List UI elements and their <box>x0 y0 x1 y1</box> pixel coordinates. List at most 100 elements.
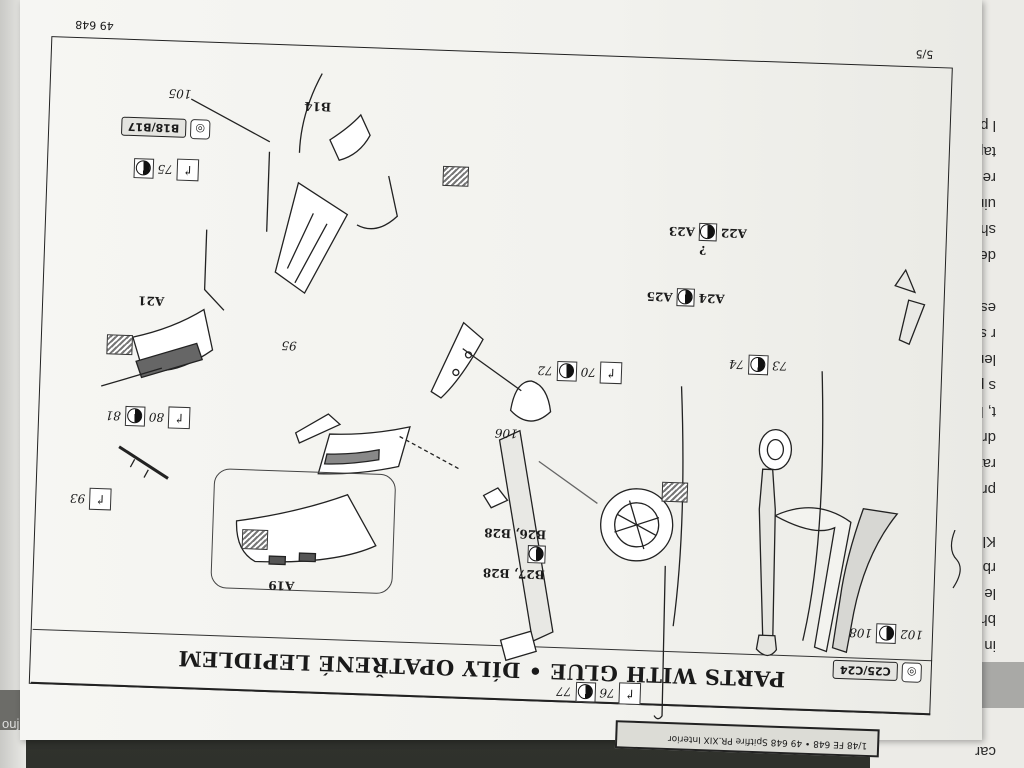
glue-icon <box>661 481 689 503</box>
reference-icon: ◎ <box>189 119 211 140</box>
mount-part-b <box>894 268 917 294</box>
left-edge-text: ouj <box>2 716 20 731</box>
bend-tag-102-108: 102 108 <box>849 622 923 645</box>
yin-yang-icon <box>556 360 578 382</box>
instruction-sheet: 1/48 FE 648 • 49 648 Spitfire PR.XIX Int… <box>20 0 982 758</box>
part-label-105: 105 <box>168 86 192 102</box>
part-number: 76 <box>599 685 616 701</box>
wire-part-right <box>653 565 666 720</box>
part-number: 77 <box>556 684 572 699</box>
leader-gray <box>538 460 598 504</box>
pedal-106 <box>482 487 509 509</box>
leader-105 <box>190 98 271 143</box>
part-label-a19: A19 <box>268 578 295 593</box>
bend-arrow-icon: ↱ <box>618 682 642 706</box>
yin-yang-icon <box>747 354 769 376</box>
rod-part-93 <box>118 445 169 480</box>
leader-wire <box>672 386 684 627</box>
column-part-top <box>755 634 778 657</box>
ref-c25-c24: ◎ C25/C24 <box>832 660 923 683</box>
assembly-drawing <box>101 73 926 720</box>
rudder-assembly <box>274 181 349 295</box>
column-part <box>758 468 776 641</box>
ref-name: B18/B17 <box>120 117 187 139</box>
detail-inset-a19 <box>210 468 397 595</box>
plate-outline-left <box>831 508 899 654</box>
yin-yang-icon <box>124 405 146 427</box>
tray-part-a19 <box>235 493 377 563</box>
rod-part-93b <box>129 458 149 478</box>
part-number: 72 <box>537 363 553 378</box>
part-pair-text: A24 <box>698 290 725 306</box>
rib-holes <box>452 351 473 377</box>
yin-yang-icon <box>527 545 546 564</box>
part-pair-text: B26, B28 <box>484 525 547 542</box>
pair-a22-a23: A22 A23 <box>669 222 748 243</box>
wheel-part-inner <box>614 502 660 548</box>
leader-stick <box>462 348 522 392</box>
part-number: 75 <box>157 161 174 177</box>
back-line: car <box>975 743 996 760</box>
bend-tag-70-72: ↱ 70 72 <box>537 359 623 385</box>
part-number: 70 <box>580 364 597 380</box>
part-number: 102 <box>899 627 924 642</box>
wire-part <box>802 371 824 641</box>
question-mark: ? <box>699 242 707 258</box>
yin-yang-icon <box>133 158 154 179</box>
glue-icon <box>106 334 133 356</box>
bend-tag-76-77: ↱ 76 77 <box>556 680 642 706</box>
seat-glue <box>323 449 380 465</box>
stick-part <box>498 429 554 643</box>
yin-yang-icon <box>698 222 718 242</box>
ring-part-inner <box>766 438 785 461</box>
mount-part <box>898 299 926 346</box>
part-number: 80 <box>148 409 165 425</box>
bracket-part <box>294 413 342 444</box>
yin-yang-icon <box>875 623 897 644</box>
part-pair-text: A25 <box>646 289 673 304</box>
bend-tag-93: ↱ 93 <box>69 487 112 511</box>
rudder-detail <box>286 213 328 284</box>
pair-a24-a25: A24 A25 <box>646 287 725 308</box>
part-number: 73 <box>771 358 788 373</box>
tray-small-block <box>298 552 317 563</box>
part-label-b14: B14 <box>304 98 332 114</box>
part-label-106: 106 <box>494 425 519 441</box>
pair-b27-b28: B27, B28 B26, B28 <box>483 526 547 582</box>
glue-pipe <box>203 229 225 311</box>
part-pair-text: B27, B28 <box>482 565 546 582</box>
part-label-a21: A21 <box>137 293 165 309</box>
rudder-bracket <box>329 113 371 161</box>
arm-part-a21-glue <box>135 342 204 379</box>
part-pair-text: A23 <box>668 223 696 239</box>
bend-tag-75: ↱ 75 <box>133 157 200 182</box>
pen-mark <box>950 530 961 589</box>
part-number: 108 <box>849 625 873 641</box>
seat-part <box>317 425 411 475</box>
leader-a21 <box>101 367 163 387</box>
yin-yang-icon <box>676 288 695 307</box>
ref-name: C25/C24 <box>832 660 899 682</box>
part-number: 93 <box>69 491 86 506</box>
part-number: 81 <box>105 408 122 423</box>
part-pair-text: A22 <box>720 225 748 241</box>
bend-tag-80-81: ↱ 80 81 <box>105 404 191 430</box>
bend-arrow-icon: ↱ <box>167 406 191 430</box>
wheel-spokes <box>614 500 660 550</box>
leader-dashed <box>399 435 459 470</box>
ring-part <box>758 428 793 471</box>
part-label-95: 95 <box>281 338 297 353</box>
leader-b14 <box>298 73 323 153</box>
stick-base <box>499 630 537 662</box>
glue-icon <box>442 165 470 187</box>
bend-arrow-icon: ↱ <box>176 158 200 182</box>
glue-icon <box>241 529 269 550</box>
yin-yang-icon <box>575 681 596 703</box>
bend-tag-73-74: 73 74 <box>728 354 788 376</box>
part-number: 74 <box>728 356 745 372</box>
reference-icon: ◎ <box>901 662 923 683</box>
tray-small-block2 <box>268 555 287 566</box>
rib-part <box>430 321 484 399</box>
bend-arrow-icon: ↱ <box>599 361 623 385</box>
rudder-link <box>356 175 399 230</box>
